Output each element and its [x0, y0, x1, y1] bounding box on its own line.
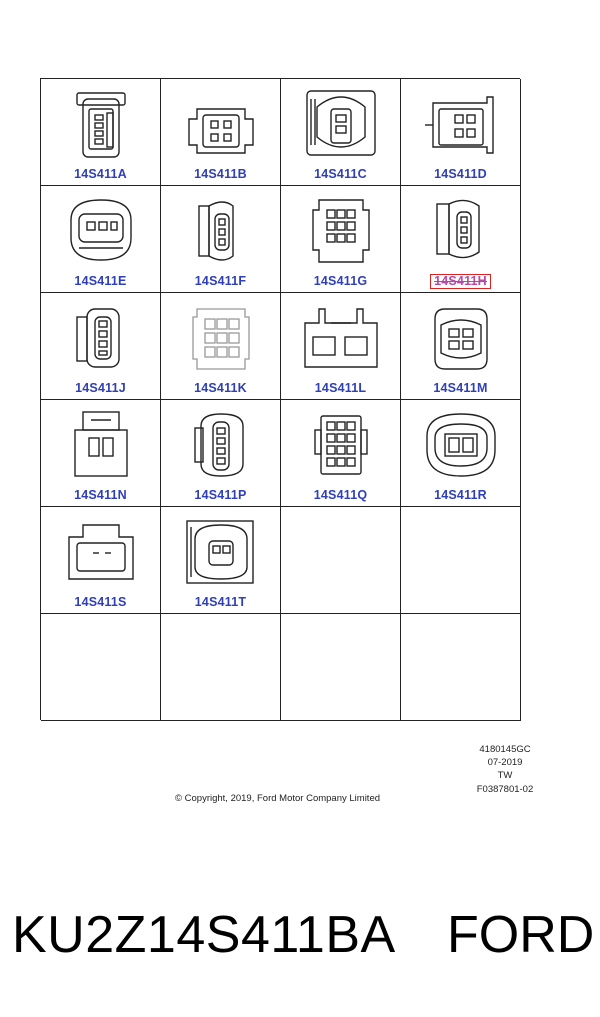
illustration-initials: TW: [497, 770, 513, 782]
connector-cell-p[interactable]: 14S411P: [161, 400, 281, 507]
connector-d-icon: [425, 96, 494, 154]
connector-c-icon: [306, 90, 376, 156]
connector-cell-e[interactable]: 14S411E: [41, 186, 161, 293]
connector-label-highlighted: 14S411H: [430, 274, 491, 289]
connector-label: 14S411N: [74, 488, 127, 502]
connector-a-icon: [76, 92, 126, 158]
connector-cell-b[interactable]: 14S411B: [161, 79, 281, 186]
connector-j-icon: [76, 308, 120, 368]
connector-t-icon: [186, 520, 254, 584]
connector-label: 14S411C: [314, 167, 367, 181]
connector-h-icon: [436, 199, 480, 259]
illustration-metadata: 4180145GC 07-2019 TW F0387801-02: [470, 743, 540, 796]
connector-label: 14S411P: [194, 488, 247, 502]
connector-k-icon: [192, 308, 250, 370]
connector-cell-s[interactable]: 14S411S: [41, 507, 161, 614]
empty-cell: [401, 507, 521, 614]
connector-cell-r[interactable]: 14S411R: [401, 400, 521, 507]
connector-n-icon: [74, 411, 128, 477]
connector-label: 14S411F: [194, 274, 247, 288]
connector-cell-j[interactable]: 14S411J: [41, 293, 161, 400]
connector-label: 14S411M: [433, 381, 488, 395]
connector-label: 14S411Q: [313, 488, 368, 502]
connector-m-icon: [434, 308, 488, 370]
connector-s-icon: [68, 524, 134, 580]
empty-cell: [41, 614, 161, 721]
connector-label: 14S411A: [74, 167, 127, 181]
connector-f-icon: [198, 201, 234, 261]
connector-l-icon: [304, 308, 378, 368]
empty-cell: [281, 614, 401, 721]
connector-cell-k[interactable]: 14S411K: [161, 293, 281, 400]
connector-e-icon: [70, 199, 132, 261]
connector-cell-f[interactable]: 14S411F: [161, 186, 281, 293]
connector-label: 14S411E: [74, 274, 127, 288]
connector-r-icon: [426, 413, 496, 477]
connector-label: 14S411G: [313, 274, 368, 288]
illustration-date: 07-2019: [487, 757, 523, 769]
connector-grid: 14S411A 14S411B 14S411C: [40, 78, 521, 721]
connector-cell-c[interactable]: 14S411C: [281, 79, 401, 186]
empty-cell: [401, 614, 521, 721]
connector-cell-h[interactable]: 14S411H: [401, 186, 521, 293]
illustration-code: 4180145GC: [479, 744, 531, 755]
connector-label: 14S411B: [194, 167, 247, 181]
empty-cell: [161, 614, 281, 721]
connector-label: 14S411K: [194, 381, 247, 395]
connector-label: 14S411T: [194, 595, 247, 609]
connector-label: 14S411J: [75, 381, 126, 395]
connector-q-icon: [314, 415, 368, 475]
illustration-figure-id: F0387801-02: [476, 783, 534, 795]
connector-label: 14S411L: [314, 381, 367, 395]
connector-p-icon: [194, 413, 244, 477]
connector-label: 14S411D: [434, 167, 487, 181]
connector-label: 14S411R: [434, 488, 487, 502]
connector-g-icon: [312, 199, 370, 263]
connector-cell-d[interactable]: 14S411D: [401, 79, 521, 186]
connector-cell-g[interactable]: 14S411G: [281, 186, 401, 293]
copyright-notice: © Copyright, 2019, Ford Motor Company Li…: [175, 793, 381, 804]
connector-cell-n[interactable]: 14S411N: [41, 400, 161, 507]
connector-cell-t[interactable]: 14S411T: [161, 507, 281, 614]
connector-cell-a[interactable]: 14S411A: [41, 79, 161, 186]
connector-cell-m[interactable]: 14S411M: [401, 293, 521, 400]
connector-b-icon: [188, 108, 254, 154]
connector-label: 14S411S: [74, 595, 127, 609]
connector-cell-q[interactable]: 14S411Q: [281, 400, 401, 507]
connector-cell-l[interactable]: 14S411L: [281, 293, 401, 400]
brand-name: FORD: [447, 906, 595, 964]
empty-cell: [281, 507, 401, 614]
part-number: KU2Z14S411BA: [12, 906, 396, 964]
